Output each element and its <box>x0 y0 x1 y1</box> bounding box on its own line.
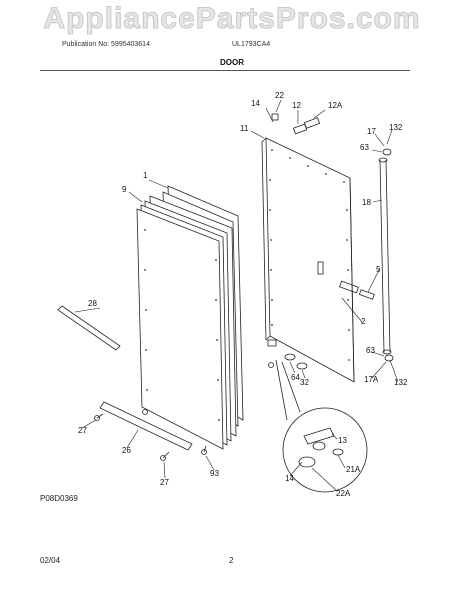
part-hinge-bracket <box>267 339 277 347</box>
callout-27-bottom: 27 <box>160 478 169 487</box>
callout-93: 93 <box>210 469 219 478</box>
part-12-bracket <box>292 123 308 135</box>
header-rule <box>40 70 410 71</box>
callout-21a: 21A <box>346 465 361 474</box>
hinge-rod <box>378 157 392 355</box>
callout-63-top: 63 <box>360 143 369 152</box>
callout-22: 22 <box>275 91 284 100</box>
outer-door-shell <box>261 137 355 383</box>
page-number: 2 <box>229 556 234 565</box>
callout-22a: 22A <box>336 489 351 498</box>
callout-12a: 12A <box>328 101 343 110</box>
callout-17: 17 <box>367 127 376 136</box>
bottom-trim <box>99 401 193 451</box>
publication-number: Publication No: 5995403614 <box>62 41 150 48</box>
callout-26: 26 <box>122 446 131 455</box>
callout-27-left: 27 <box>78 426 87 435</box>
callout-1: 1 <box>143 171 148 180</box>
callout-63-bottom: 63 <box>366 346 375 355</box>
screws <box>94 362 274 461</box>
model-number: UL1793CA4 <box>232 41 271 48</box>
part-32-washer <box>296 362 308 370</box>
callout-132-top: 132 <box>389 123 403 132</box>
callout-11: 11 <box>240 124 249 133</box>
callout-28: 28 <box>88 299 97 308</box>
callout-labels: 14 22 12 12A 11 17 132 63 18 1 9 5 2 28 … <box>78 91 408 498</box>
part-22-plug <box>271 113 279 121</box>
footer-date: 02/04 <box>40 556 61 565</box>
part-12a-bracket <box>303 117 321 129</box>
callout-18: 18 <box>362 198 371 207</box>
callout-17a: 17A <box>364 375 379 384</box>
callout-14-top: 14 <box>251 99 260 108</box>
callout-5: 5 <box>376 265 381 274</box>
part-63-top-bushing <box>382 148 392 156</box>
diagram-code: P08D0369 <box>40 494 78 503</box>
callout-9: 9 <box>122 185 127 194</box>
inner-door-panel <box>136 208 224 450</box>
callout-14-detail: 14 <box>285 474 294 483</box>
part-64-washer <box>284 353 296 361</box>
callout-13: 13 <box>338 436 347 445</box>
part-5-hardware <box>317 261 375 300</box>
callout-32: 32 <box>300 378 309 387</box>
leader-lines <box>74 99 399 492</box>
fastener-dots <box>144 149 350 421</box>
callout-2: 2 <box>361 317 366 326</box>
section-title: DOOR <box>220 58 244 67</box>
watermark-logo: AppliancePartsPros.com <box>43 2 421 36</box>
callout-132-bottom: 132 <box>394 378 408 387</box>
callout-12: 12 <box>292 101 301 110</box>
handle-bar <box>57 305 121 351</box>
callout-64: 64 <box>291 373 300 382</box>
part-63-bottom-bushing <box>384 354 394 362</box>
detail-magnifier <box>275 359 368 493</box>
